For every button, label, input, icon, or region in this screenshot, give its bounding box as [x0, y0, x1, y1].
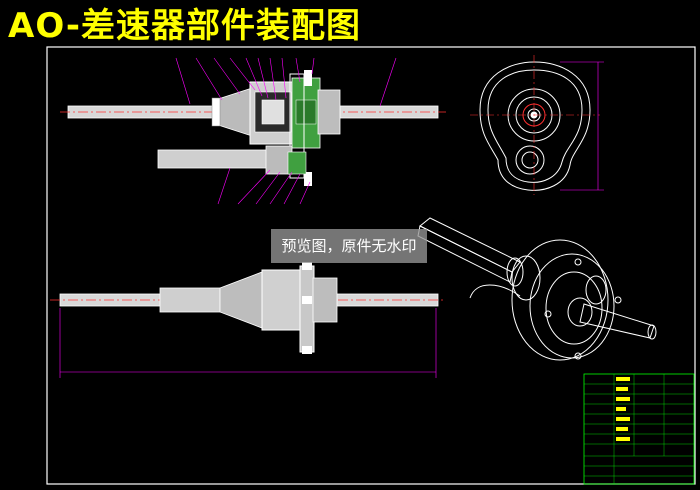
end-view	[470, 55, 604, 195]
title-block	[583, 373, 695, 485]
drawing-title: AO-差速器部件装配图	[8, 6, 361, 46]
front-view	[50, 262, 446, 378]
preview-watermark: 预览图，原件无水印	[271, 229, 427, 263]
isometric-view	[417, 217, 657, 361]
section-view	[60, 57, 446, 205]
drawing-border	[46, 46, 696, 485]
